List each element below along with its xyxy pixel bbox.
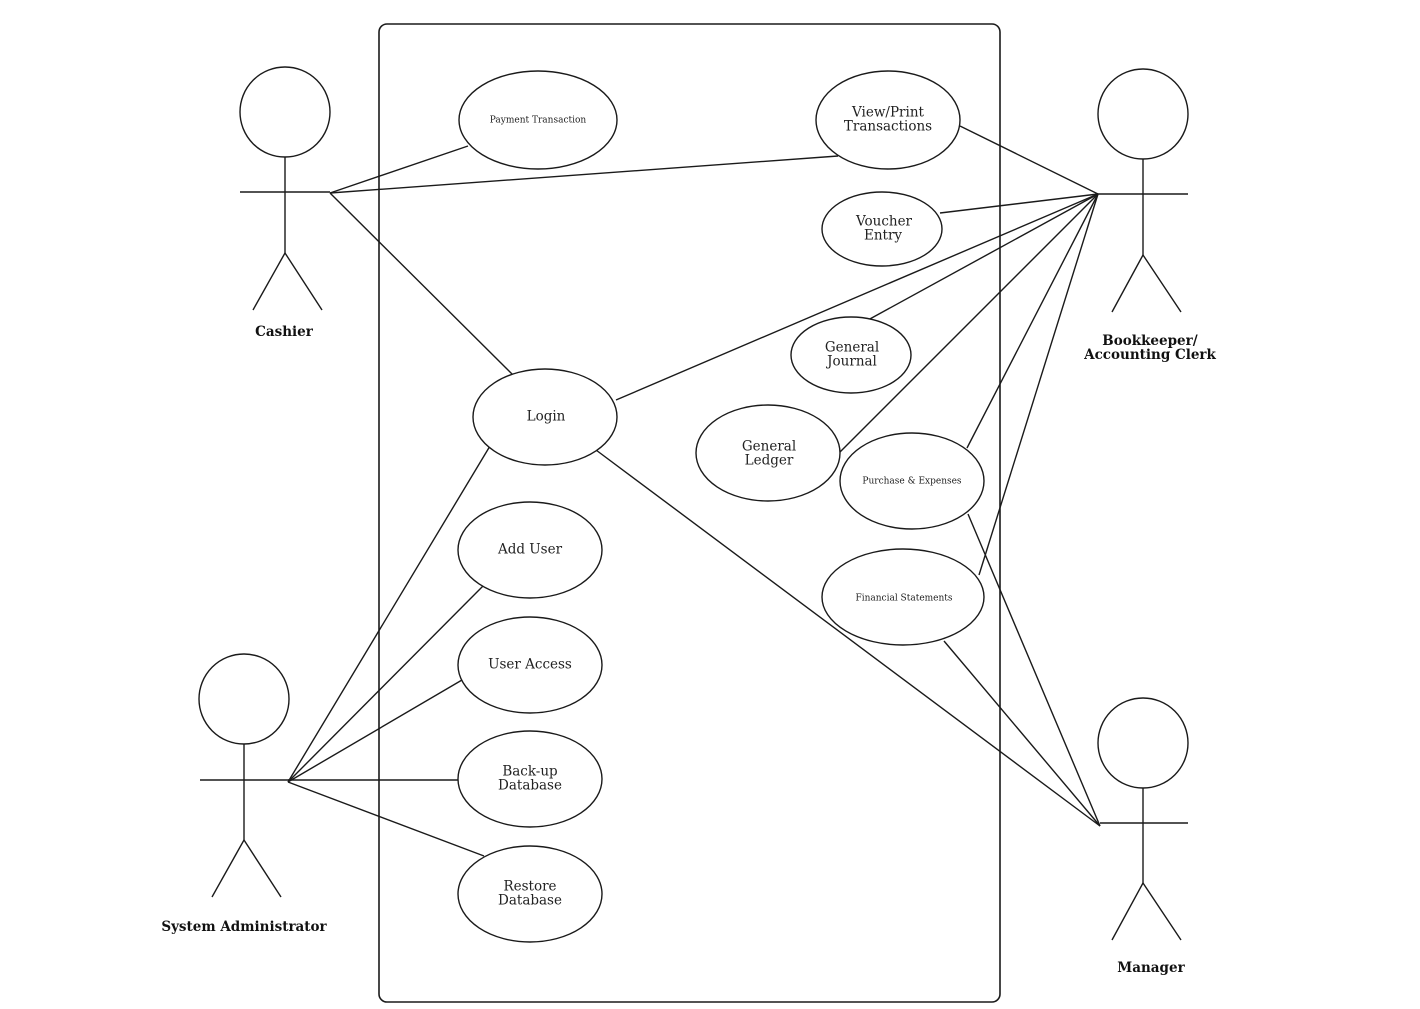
actor-system-administrator: System Administrator [161,653,328,935]
use-case-label: Login [527,409,566,425]
actor-label: System Administrator [161,919,327,935]
use-case-label-line-2: Journal [825,354,877,370]
use-case-restore-database: Restore Database [457,845,603,943]
use-case-backup-database: Back-up Database [457,730,603,828]
use-case-label-line-2: Ledger [745,453,794,469]
actor-bookkeeper: Bookkeeper/ Accounting Clerk [1083,68,1217,363]
association-cashier-view-print-transactions [329,155,839,194]
stick-figure-icon [1097,697,1189,941]
use-case-label-line-2: Database [498,893,562,909]
system-boundary [378,23,1001,1003]
use-case-label-line-1: Back-up [502,764,557,780]
use-case-general-journal: General Journal [790,316,912,394]
actor-cashier: Cashier [239,66,331,340]
actor-label: Cashier [255,324,314,340]
actor-label-line-1: Bookkeeper/ [1102,333,1197,349]
associations [287,125,1101,857]
use-case-label-line-1: Voucher [855,214,913,230]
association-bookkeeper-financial-statements [978,193,1099,576]
association-sysadmin-login [287,445,491,783]
use-case-financial-statements: Financial Statements [821,548,985,646]
actor-label: Manager [1117,960,1185,976]
association-manager-financial-statements [943,640,1101,827]
use-case-label-line-1: General [742,439,796,455]
use-case-view-print-transactions: View/Print Transactions [815,70,961,170]
association-manager-login [595,449,1101,827]
actor-label-line-2: Accounting Clerk [1083,347,1216,363]
association-cashier-payment-transaction [329,145,469,194]
use-case-label: Financial Statements [855,594,952,604]
stick-figure-icon [198,653,290,898]
use-case-label-line-2: Database [498,778,562,794]
association-bookkeeper-login [615,193,1099,401]
use-case-label-line-1: View/Print [851,105,924,121]
association-sysadmin-user-access [287,679,463,783]
association-bookkeeper-view-print-transactions [959,125,1099,195]
association-bookkeeper-general-journal [867,193,1099,321]
association-sysadmin-restore-database [287,781,485,857]
stick-figure-icon [239,66,331,311]
use-case-label: Purchase & Expenses [862,477,962,487]
use-case-purchase-expenses: Purchase & Expenses [839,432,985,530]
use-case-add-user: Add User [457,501,603,599]
use-case-label: Add User [497,542,563,558]
use-case-label-line-2: Transactions [844,119,932,135]
use-case-general-ledger: General Ledger [695,404,841,502]
use-case-login: Login [472,368,618,466]
association-cashier-login [329,192,513,375]
stick-figure-icon [1097,68,1189,313]
association-bookkeeper-voucher-entry [939,193,1099,214]
association-bookkeeper-purchase-expenses [966,193,1099,449]
actor-manager: Manager [1097,697,1189,976]
use-case-label-line-1: Restore [503,879,556,895]
use-case-payment-transaction: Payment Transaction [458,70,618,170]
use-case-voucher-entry: Voucher Entry [821,191,943,267]
use-case-label: User Access [488,657,572,673]
association-sysadmin-add-user [287,584,485,783]
use-case-label: Payment Transaction [490,116,587,126]
use-case-label-line-1: General [825,340,879,356]
association-bookkeeper-general-ledger [839,193,1099,453]
use-case-label-line-2: Entry [864,228,902,244]
use-case-user-access: User Access [457,616,603,714]
association-manager-purchase-expenses [967,513,1101,827]
